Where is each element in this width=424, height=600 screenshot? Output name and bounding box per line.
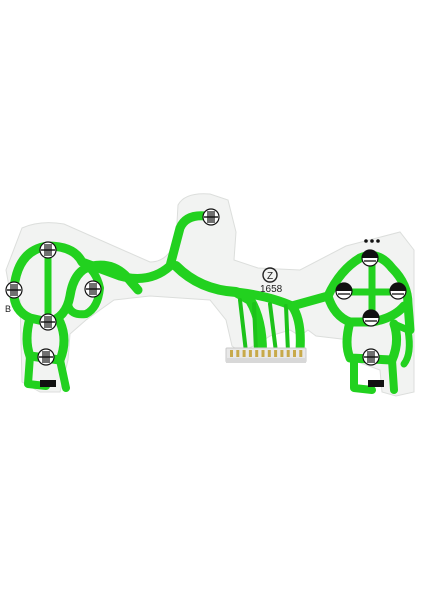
connector-pin: [248, 350, 252, 357]
green-circuit-traces: [9, 211, 415, 394]
membrane-contact-icon: [361, 249, 379, 267]
film-substrate: [5, 193, 415, 397]
indicator-dots-icon: [364, 239, 380, 243]
membrane-contact-icon: [39, 313, 57, 331]
membrane-contact-icon: [5, 281, 23, 299]
connector-pin: [230, 350, 233, 357]
connector-pin: [299, 350, 303, 357]
membrane-contact-icon: [389, 282, 407, 300]
membrane-contact-icon: [37, 348, 55, 366]
connector-pin: [261, 350, 265, 357]
logo-mark: Z: [262, 267, 278, 283]
connector-pin: [242, 350, 246, 357]
connector-pin: [286, 350, 290, 357]
membrane-contact-icon: [202, 208, 220, 226]
side-label: B: [5, 304, 11, 314]
connector-pin: [274, 350, 278, 357]
part-number-label: 1658: [260, 284, 283, 295]
membrane-contact-icon: [84, 280, 102, 298]
membrane-contact-icon: [362, 348, 380, 366]
right-tab: [368, 380, 384, 387]
connector-pin: [267, 350, 271, 357]
membrane-contact-icon: [39, 241, 57, 259]
membrane-contacts: [5, 208, 407, 366]
connector-pin: [255, 350, 259, 357]
left-tab: [40, 380, 56, 387]
ribbon-connector-icon: [225, 347, 307, 363]
connector-pins: [230, 350, 303, 357]
connector-pin: [293, 350, 296, 357]
membrane-contact-icon: [362, 309, 380, 327]
logo-letter: Z: [267, 271, 273, 282]
membrane-contact-icon: [335, 282, 353, 300]
connector-pin: [280, 350, 284, 357]
connector-pin: [236, 350, 240, 357]
